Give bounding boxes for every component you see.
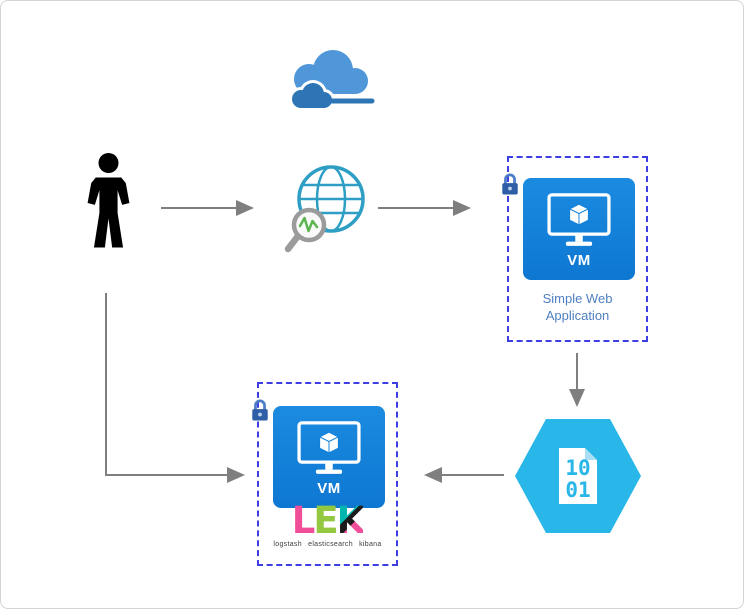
binary-line-1: 10 <box>565 456 590 480</box>
elk-letters: LEK <box>259 502 396 539</box>
lock-keyhole <box>508 186 512 191</box>
vm-monitor-icon <box>547 193 611 246</box>
monitor-neck <box>575 234 583 242</box>
user-head <box>98 153 119 173</box>
user-icon <box>87 153 130 248</box>
web-vm-node: VM Simple Web Application <box>502 156 648 342</box>
user-body <box>87 177 130 248</box>
monitor-base <box>315 469 343 474</box>
monitor-base <box>565 241 593 246</box>
lock-shackle <box>504 173 516 184</box>
web-vm-caption: Simple Web Application <box>542 291 613 323</box>
lock-keyhole <box>258 412 262 417</box>
binary-page-fold <box>585 448 597 460</box>
azure-vm-icon: VM <box>523 178 635 280</box>
elk-letter-k: K <box>336 499 366 542</box>
vm-label: VM <box>317 480 341 497</box>
magnifier-handle <box>284 232 302 253</box>
lock-icon <box>502 173 518 195</box>
magnifier-icon <box>284 207 327 253</box>
vm-label: VM <box>567 252 591 269</box>
binary-file-hexagon-icon: 10 01 <box>515 419 641 533</box>
lock-shackle <box>254 399 266 410</box>
binary-page <box>559 448 597 504</box>
azure-cloud-icon <box>289 50 382 111</box>
arrow-user-to-elkvm <box>105 293 245 483</box>
lock-icon <box>252 399 268 421</box>
magnifier-lens <box>291 207 327 243</box>
pulse-line <box>298 216 319 233</box>
vm-monitor-icon <box>297 421 361 474</box>
cube-right <box>578 208 589 226</box>
globe-magnifier-icon <box>284 165 365 253</box>
elk-letter-e: E <box>313 499 338 542</box>
cube-right <box>328 436 339 454</box>
elk-logo: LEK logstash elasticsearch kibana <box>259 502 396 548</box>
elk-logo-caption: logstash elasticsearch kibana <box>273 541 382 548</box>
elk-letter-l: L <box>291 499 316 542</box>
binary-line-2: 01 <box>565 478 590 502</box>
elk-vm-node: VM LEK logstash elasticsearch kibana <box>252 382 398 566</box>
monitor-neck <box>325 462 333 470</box>
azure-vm-icon: VM <box>273 406 385 508</box>
